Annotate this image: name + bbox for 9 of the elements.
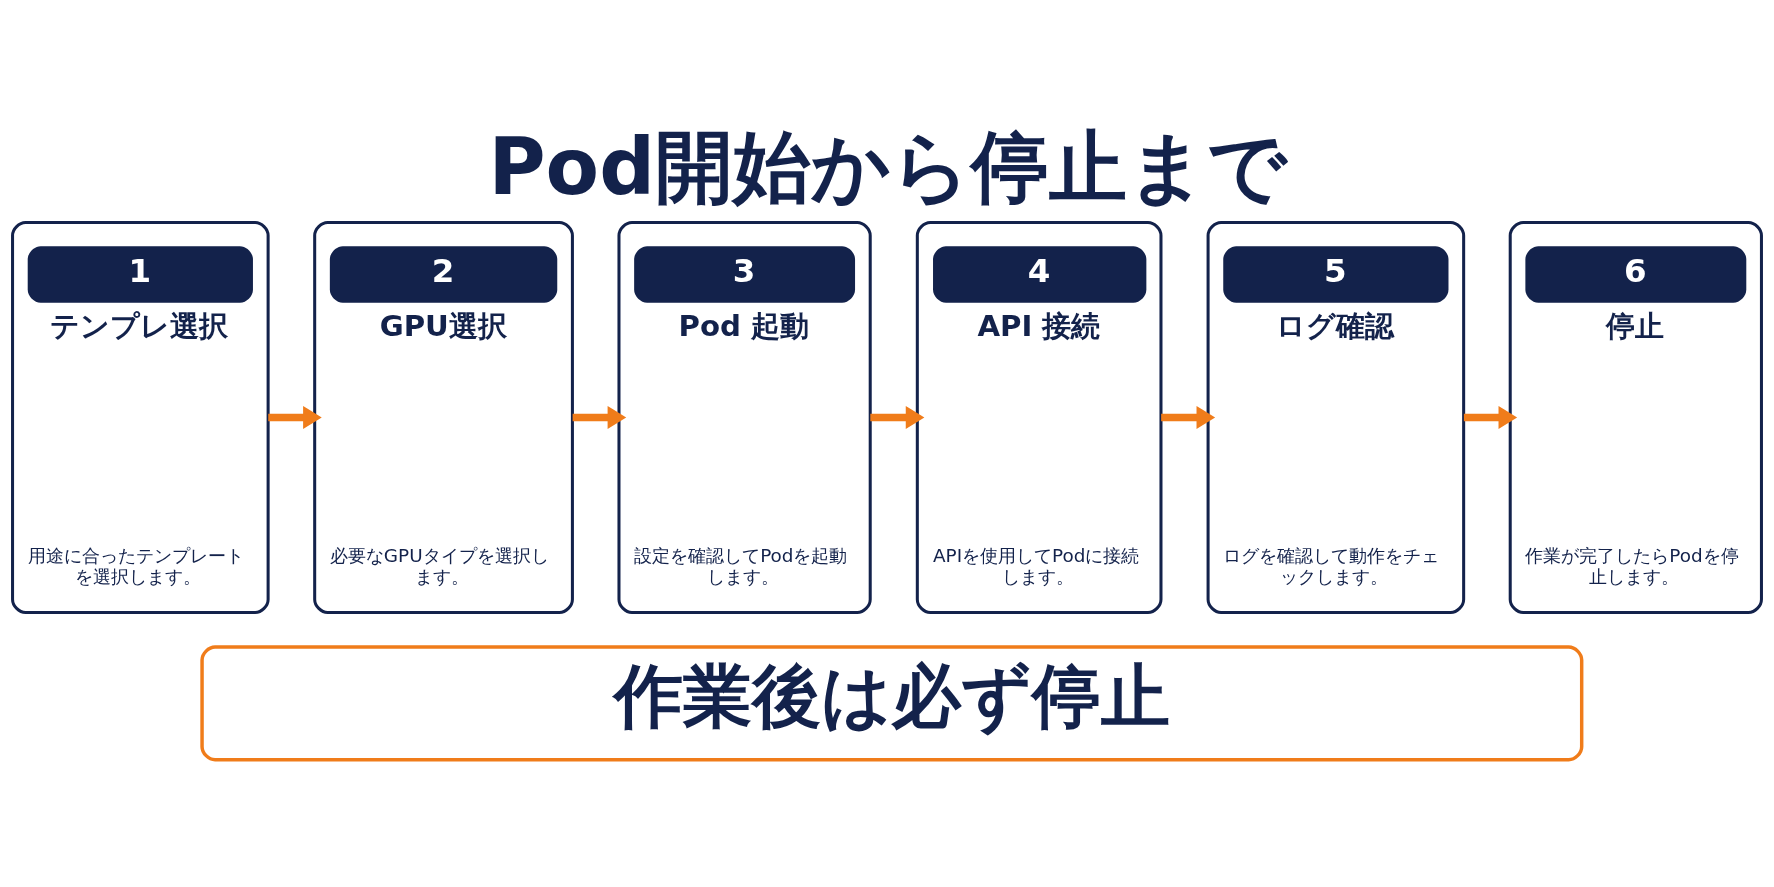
arrow bbox=[1463, 405, 1518, 429]
node-box: 5 ログ確認 ログを確認して動作をチェックします。 bbox=[1206, 220, 1466, 614]
node-box: 1 テンプレ選択 用途に合ったテンプレートを選択します。 bbox=[11, 220, 270, 614]
node-box: 3 Pod 起動 設定を確認してPodを起動します。 bbox=[617, 220, 872, 614]
node-box: 2 GPU選択 必要なGPUタイプを選択します。 bbox=[313, 220, 574, 614]
diagram-title: Pod開始から停止まで bbox=[488, 121, 1287, 212]
node-box: 4 API 接続 APIを使用してPodに接続します。 bbox=[915, 220, 1163, 614]
node-box: 6 停止 作業が完了したらPodを停止します。 bbox=[1508, 220, 1763, 614]
node-box: 作業後は必ず停止 bbox=[200, 644, 1584, 761]
